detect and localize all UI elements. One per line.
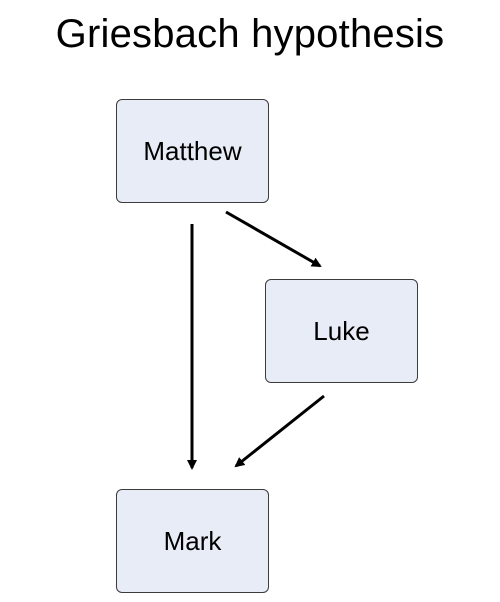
node-matthew: Matthew [116, 99, 269, 203]
node-matthew-label: Matthew [143, 135, 242, 166]
edge-luke-to-mark [234, 394, 325, 468]
node-luke-label: Luke [313, 315, 370, 346]
edge-matthew-to-luke [225, 210, 322, 268]
node-mark: Mark [116, 489, 269, 593]
diagram-title: Griesbach hypothesis [55, 12, 445, 56]
node-luke: Luke [265, 279, 418, 383]
node-mark-label: Mark [163, 525, 222, 556]
